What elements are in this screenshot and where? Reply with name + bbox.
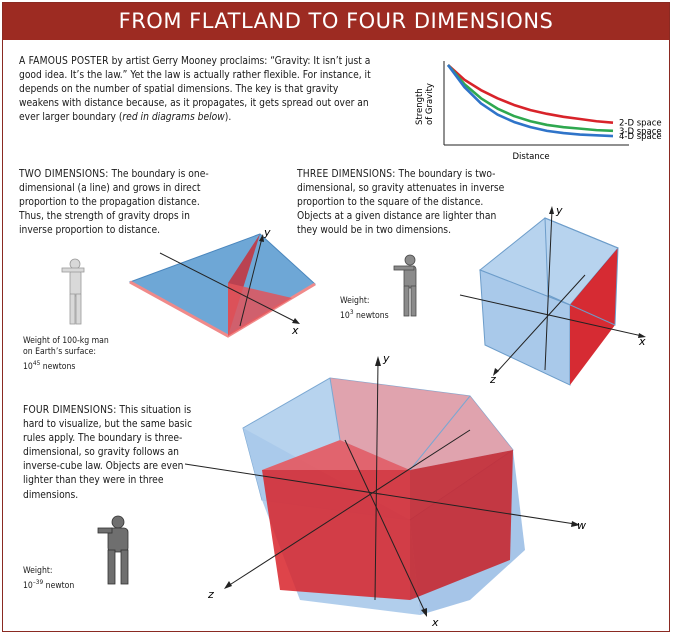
two-d-weight-exp: 45: [32, 359, 41, 367]
four-d-red-front: [262, 470, 410, 600]
four-d-y-arrow: [375, 356, 381, 366]
four-d-paragraph: FOUR DIMENSIONS: This situation is hard …: [23, 404, 193, 503]
three-d-weight-value: 10: [340, 310, 350, 321]
four-d-lead: FOUR DIMENSIONS:: [23, 405, 117, 416]
three-d-paragraph: THREE DIMENSIONS: The boundary is two-di…: [297, 168, 509, 238]
chart-series-line-1: [447, 64, 614, 125]
chart-series-label-1: 2-D space: [619, 119, 662, 129]
page-title: FROM FLATLAND TO FOUR DIMENSIONS: [118, 9, 554, 33]
intro-close: ).: [224, 112, 232, 124]
four-d-z-label: z: [207, 588, 214, 601]
three-d-weight-unit: newtons: [353, 310, 389, 321]
two-d-x-label: x: [291, 324, 299, 337]
title-banner: FROM FLATLAND TO FOUR DIMENSIONS: [2, 2, 670, 40]
chart-series-line-3: [446, 64, 614, 138]
intro-text: by artist Gerry Mooney proclaims: “Gravi…: [19, 56, 371, 124]
chart-y-label-line1: Strength: [415, 88, 425, 125]
three-d-y-arrow: [549, 206, 554, 214]
four-d-weight-exp: –39: [32, 578, 44, 586]
three-d-x-axis: [459, 294, 643, 337]
three-d-boundary-face: [570, 248, 618, 385]
three-d-boundary-shade: [570, 248, 618, 305]
chart-x-label: Distance: [513, 152, 550, 162]
four-d-weight-value-line: 10–39 newton: [23, 577, 113, 592]
three-d-weight-label: Weight:: [340, 296, 370, 306]
four-d-edge-2: [409, 395, 471, 471]
two-d-weight-caption: Weight of 100-kg man on Earth’s surface:…: [23, 336, 143, 373]
four-d-red-side: [410, 450, 513, 600]
two-d-weight-value-line: 1045 newtons: [23, 358, 143, 373]
two-d-weight-unit: newtons: [40, 361, 76, 372]
two-d-lead: TWO DIMENSIONS:: [19, 169, 109, 180]
intro-paragraph: A FAMOUS POSTER by artist Gerry Mooney p…: [19, 55, 381, 125]
intro-emphasis: red in diagrams below: [122, 112, 225, 124]
four-d-weight-label: Weight:: [23, 566, 53, 576]
three-d-cube-back: [544, 217, 619, 326]
three-d-x-arrow: [638, 333, 646, 338]
two-d-boundary-wedge-2: [228, 283, 292, 336]
four-d-y-label: y: [382, 352, 390, 365]
four-d-w-label: w: [577, 519, 586, 532]
four-d-x-arrow: [421, 608, 427, 617]
three-d-lead: THREE DIMENSIONS:: [297, 169, 396, 180]
man-figure-3d: [393, 254, 417, 317]
two-d-weight-value: 10: [23, 361, 33, 372]
four-d-y-axis: [374, 361, 379, 601]
two-d-y-arrow: [259, 234, 264, 242]
chart-series-label-2: 3-D space: [619, 127, 662, 137]
two-d-text: The boundary is one-dimensional (a line)…: [19, 169, 209, 237]
three-d-y-axis: [544, 209, 553, 371]
chart-series-line-2: [447, 64, 614, 133]
four-d-z-arrow: [224, 581, 232, 589]
chart-axes: [443, 61, 629, 146]
two-d-x-arrow: [292, 318, 300, 324]
man-figure-4d: [97, 515, 129, 585]
chart-series-label-3: 4-D space: [619, 132, 662, 142]
two-d-paragraph: TWO DIMENSIONS: The boundary is one-dime…: [19, 168, 224, 238]
four-d-x-label: x: [431, 616, 439, 629]
two-d-y-axis: [239, 237, 263, 327]
three-d-y-label: y: [555, 204, 563, 217]
three-d-z-arrow: [493, 368, 499, 376]
man-figure-2d: [61, 258, 85, 325]
four-d-x-axis: [344, 439, 426, 613]
four-d-z-axis: [227, 429, 471, 587]
three-d-text: The boundary is two-dimensional, so grav…: [297, 169, 505, 237]
three-d-weight-caption: Weight: 103 newtons: [340, 296, 430, 322]
four-d-text: This situation is hard to visualize, but…: [23, 405, 193, 501]
four-d-weight-value: 10: [23, 580, 33, 591]
three-d-weight-value-line: 103 newtons: [340, 307, 430, 322]
four-d-w-axis: [184, 463, 576, 525]
four-d-red-top: [330, 378, 513, 470]
chart-lines: [446, 64, 614, 138]
four-d-w-arrow: [571, 521, 580, 527]
intro-lead: A FAMOUS POSTER: [19, 56, 109, 67]
four-d-weight-unit: newton: [43, 580, 75, 591]
three-d-weight-exp: 3: [349, 308, 354, 316]
four-d-weight-caption: Weight: 10–39 newton: [23, 566, 113, 592]
two-d-weight-caption-line2: on Earth’s surface:: [23, 347, 96, 357]
two-d-x-axis: [159, 252, 299, 324]
four-d-edge-1: [329, 377, 341, 441]
three-d-z-axis: [495, 274, 586, 374]
three-d-x-label: x: [638, 335, 646, 348]
two-d-weight-caption-line1: Weight of 100-kg man: [23, 336, 109, 346]
four-d-red-inner: [262, 440, 410, 470]
chart-y-label-line2: of Gravity: [425, 83, 435, 125]
two-d-y-label: y: [263, 226, 271, 239]
three-d-z-label: z: [489, 373, 496, 386]
